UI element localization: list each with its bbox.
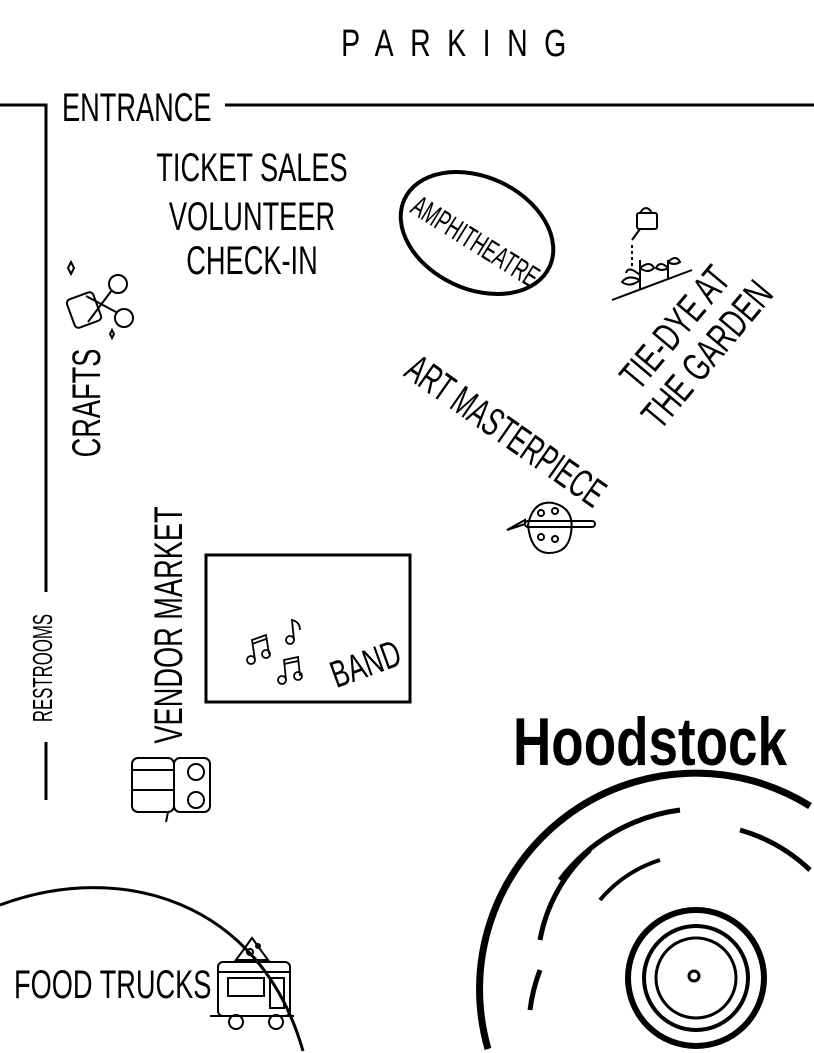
palette-icon: [506, 501, 596, 555]
check-in-label: CHECK-IN: [186, 239, 317, 283]
volunteer-label: VOLUNTEER: [169, 195, 335, 239]
amphitheatre-label: AMPHITHEATRE: [405, 189, 545, 294]
vendor-market-area: VENDOR MARKET: [131, 506, 211, 823]
tie-dye-area: TIE-DYE AT THE GARDEN: [611, 207, 782, 437]
amphitheatre-ellipse: [398, 170, 556, 296]
food-trucks-area: FOOD TRUCKS: [14, 936, 294, 1030]
band-stage-box: [204, 553, 412, 704]
ticket-sales-label: TICKET SALES: [156, 146, 347, 190]
band-label: BAND: [325, 632, 407, 696]
food-truck-icon: [210, 936, 294, 1030]
crafts-area: CRAFTS: [65, 259, 134, 458]
band-stage: BAND: [204, 553, 412, 704]
food-trucks-boundary: [0, 886, 305, 1052]
ticket-sales-area: TICKET SALES VOLUNTEER CHECK-IN: [156, 146, 347, 283]
entrance-label: ENTRANCE: [62, 86, 212, 130]
crafts-label: CRAFTS: [65, 349, 109, 458]
boundary-lines: [0, 103, 814, 1052]
vendor-cart-icon: [131, 757, 211, 823]
vendor-market-label: VENDOR MARKET: [147, 506, 191, 743]
crafts-scissors-icon: [65, 259, 134, 341]
restrooms-label: RESTROOMS: [27, 614, 59, 722]
amphitheatre-area: AMPHITHEATRE: [398, 170, 556, 296]
art-area: ART MASTERPIECE: [397, 347, 614, 555]
event-title: Hoodstock: [513, 704, 787, 780]
vinyl-record-icon: [476, 769, 812, 1050]
entrance-path-line: [0, 103, 48, 592]
music-notes-icon: [246, 618, 303, 685]
parking-label: PARKING: [341, 23, 583, 65]
food-trucks-label: FOOD TRUCKS: [14, 963, 211, 1007]
watering-can-plants-icon: [611, 207, 693, 301]
art-masterpiece-label: ART MASTERPIECE: [397, 347, 614, 517]
